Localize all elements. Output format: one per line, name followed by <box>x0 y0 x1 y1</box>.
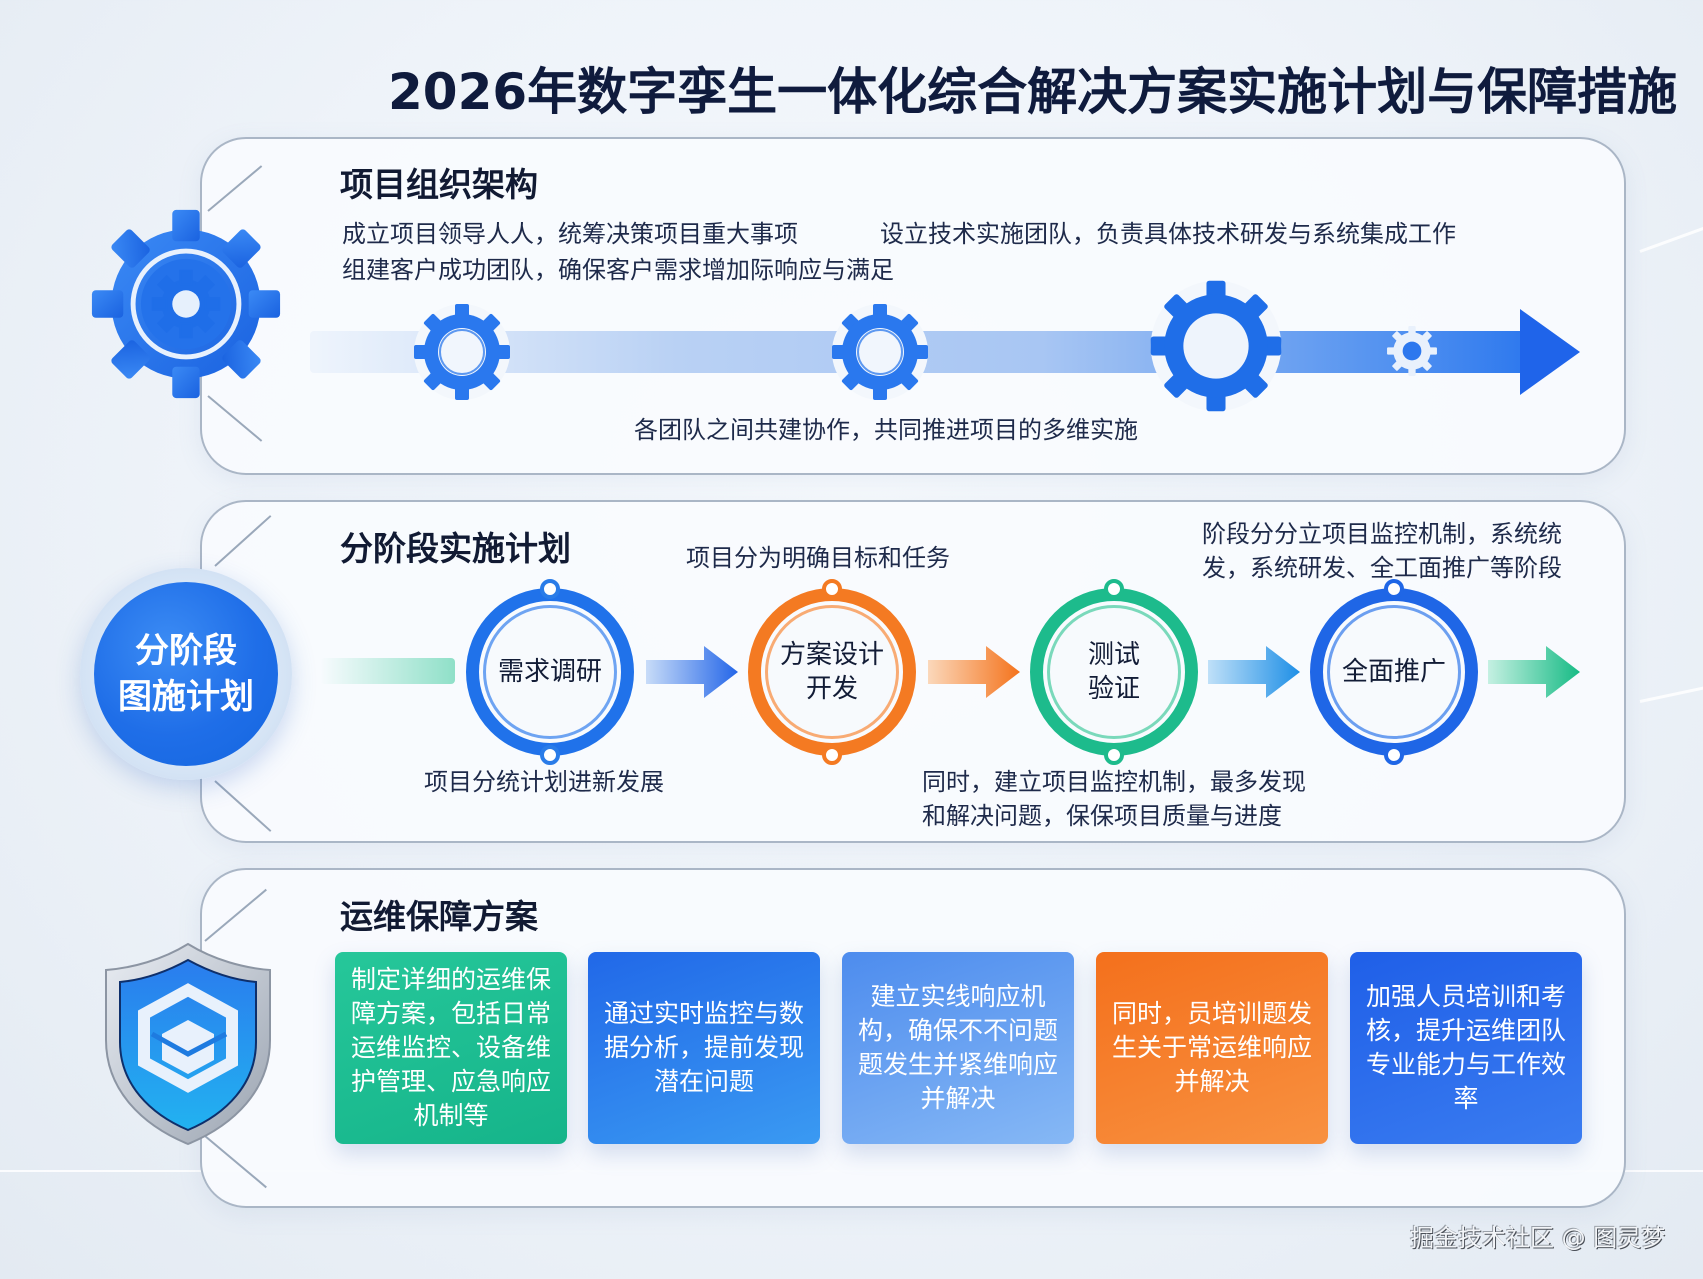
stage-full-rollout[interactable]: 全面推广 <box>1310 579 1478 765</box>
phase-section-title: 分阶段实施计划 <box>340 529 571 568</box>
ops-tile-staff-training: 加强人员培训和考核，提升运维团队专业能力与工作效率 <box>1350 952 1582 1144</box>
stage-label: 测试 <box>1087 640 1140 670</box>
stage-testing-verification[interactable]: 测试 验证 <box>1030 579 1198 765</box>
org-structure-card <box>200 137 1626 475</box>
gear-icon <box>91 209 281 399</box>
ops-tile-training-response: 同时，员培训题发生关于常运维响应并解决 <box>1096 952 1328 1144</box>
stage-design-development[interactable]: 方案设计 开发 <box>748 579 916 765</box>
arrow-right-icon <box>1520 309 1580 395</box>
org-line-1: 成立项目领导人人，统筹决策项目重大事项 <box>342 220 798 248</box>
stage-label: 验证 <box>1087 674 1140 704</box>
gear-icon <box>414 304 510 400</box>
ops-tile-response: 建立实线响应机构，确保不不问题题发生并紧维响应并解决 <box>842 952 1074 1144</box>
phase-hub: 分阶段 图施计划 <box>80 568 292 780</box>
arrow-right-icon <box>1208 646 1300 698</box>
phase-note-top-middle: 项目分为明确目标和任务 <box>686 544 950 572</box>
page-title: 2026年数字孪生一体化综合解决方案实施计划与保障措施 <box>388 63 1678 121</box>
stage-label: 全面推广 <box>1341 657 1446 687</box>
ops-tile-monitoring: 通过实时监控与数据分析，提前发现潜在问题 <box>588 952 820 1144</box>
arrow-right-icon <box>928 646 1020 698</box>
gear-icon <box>832 304 928 400</box>
background-line <box>1639 675 1703 703</box>
phase-note-bottom-right-2: 和解决问题，保保项目质量与进度 <box>922 802 1282 830</box>
phase-note-top-right-1: 阶段分分立项目监控机制，系统统 <box>1202 520 1562 548</box>
org-caption: 各团队之间共建协作，共同推进项目的多维实施 <box>634 416 1138 444</box>
arrow-right-icon <box>1488 646 1580 698</box>
small-gear-icon <box>1387 326 1437 376</box>
lead-in-bar <box>320 658 455 684</box>
arrow-right-icon <box>646 646 738 698</box>
gear-icon <box>1150 280 1282 412</box>
org-line-2: 设立技术实施团队，负责具体技术研发与系统集成工作 <box>880 220 1456 248</box>
shield-icon <box>105 942 271 1146</box>
stage-requirements[interactable]: 需求调研 <box>466 579 634 765</box>
stage-label: 需求调研 <box>497 657 602 687</box>
watermark: 掘金技术社区 @ 图灵梦 <box>1410 1224 1666 1252</box>
phase-note-bottom-left: 项目分统计划进新发展 <box>424 768 664 796</box>
org-line-3: 组建客户成功团队，确保客户需求增加际响应与满足 <box>342 256 894 284</box>
phase-note-top-right-2: 发，系统研发、全工面推广等阶段 <box>1202 554 1562 582</box>
org-section-title: 项目组织架构 <box>340 165 538 204</box>
stage-label: 开发 <box>805 674 858 704</box>
ops-section-title: 运维保障方案 <box>340 897 538 936</box>
hub-label-line-2: 图施计划 <box>118 677 254 717</box>
hub-label-line-1: 分阶段 <box>135 631 237 671</box>
background-line <box>1639 209 1703 253</box>
ops-tile-plan: 制定详细的运维保障方案，包括日常运维监控、设备维护管理、应急响应机制等 <box>335 952 567 1144</box>
phase-note-bottom-right-1: 同时，建立项目监控机制，最多发现 <box>922 768 1306 796</box>
stage-label: 方案设计 <box>779 640 884 670</box>
